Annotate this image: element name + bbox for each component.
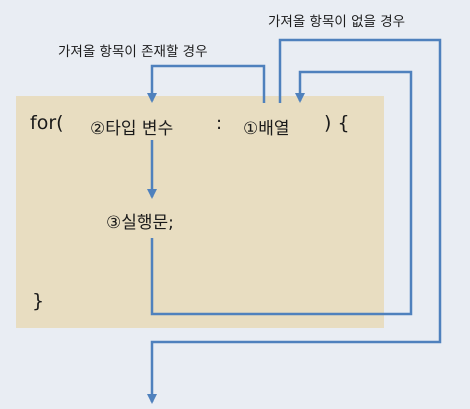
code-colon: : (216, 113, 223, 134)
arrow-item-exists-path (147, 64, 266, 103)
code-block-background (16, 96, 384, 328)
arrow-no-item-exit (147, 38, 442, 404)
code-close-brace: } (32, 290, 45, 312)
code-array: ①배열 (243, 119, 290, 139)
arrow-loop-back-to-array (150, 70, 413, 316)
label-item-exists: 가져올 항목이 존재할 경우 (58, 44, 208, 60)
code-for-keyword: for( (30, 112, 64, 134)
code-type-variable: ②타입 변수 (90, 119, 174, 139)
code-statement: ③실행문; (106, 213, 174, 233)
code-close-paren-brace: ) { (324, 112, 350, 134)
label-no-item: 가져올 항목이 없을 경우 (268, 14, 406, 30)
